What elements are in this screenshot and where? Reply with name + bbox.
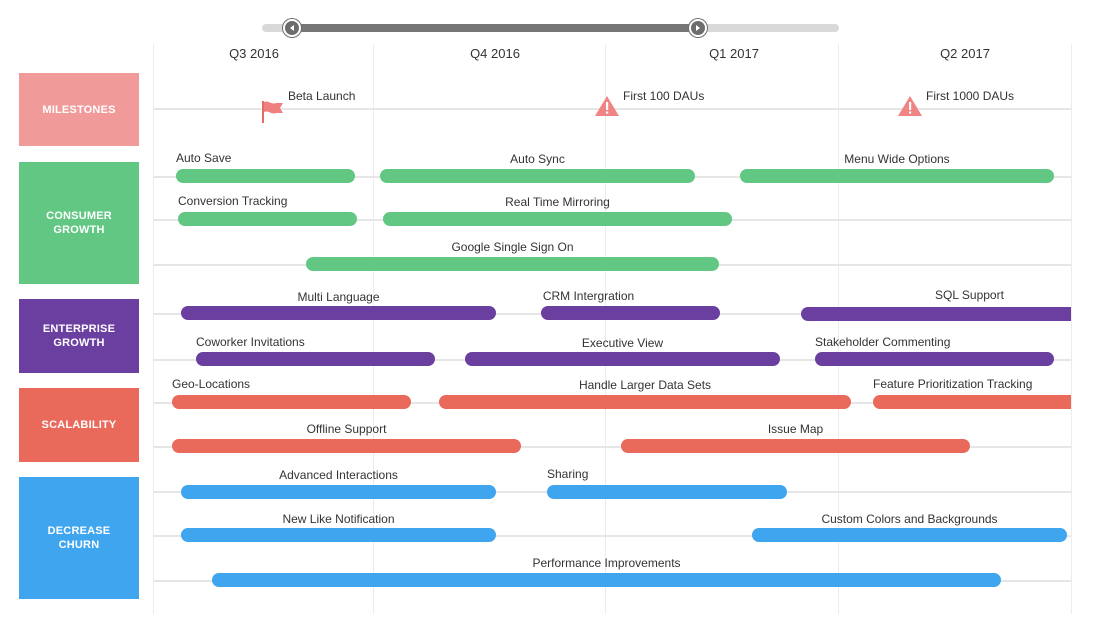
quarter-header-q4-2016: Q4 2016 <box>470 46 520 61</box>
milestone-first-100-daus[interactable] <box>594 95 620 117</box>
item-label: Executive View <box>581 336 664 350</box>
category-label: MILESTONES <box>42 103 116 116</box>
quarter-divider <box>1071 44 1072 614</box>
item-label: Advanced Interactions <box>279 468 398 482</box>
roadmap-bar-advanced-interactions[interactable] <box>181 485 496 499</box>
roadmap-bar-stakeholder-commenting[interactable] <box>815 352 1054 366</box>
roadmap-bar-sharing[interactable] <box>547 485 787 499</box>
roadmap-bar-custom-colors-and-backgrounds[interactable] <box>752 528 1067 542</box>
flag-icon <box>262 101 283 123</box>
item-label: Auto Save <box>176 151 232 165</box>
quarter-divider <box>153 44 154 614</box>
chevron-left-icon <box>290 25 294 31</box>
item-label: Feature Prioritization Tracking <box>873 377 1033 391</box>
category-label: SCALABILITY <box>41 419 117 431</box>
roadmap-bar-google-single-sign-on[interactable] <box>306 257 719 271</box>
milestone-first-1000-daus[interactable] <box>897 95 923 117</box>
lane-line <box>153 446 1071 448</box>
warning-icon <box>898 96 922 116</box>
roadmap-bar-new-like-notification[interactable] <box>181 528 496 542</box>
item-label: Real Time Mirroring <box>505 195 610 209</box>
milestone-label: Beta Launch <box>288 89 356 103</box>
item-label: Offline Support <box>306 422 387 436</box>
item-label: Geo-Locations <box>172 377 251 391</box>
chevron-right-icon <box>696 25 700 31</box>
roadmap-bar-sql-support[interactable] <box>801 307 1071 321</box>
roadmap-bar-menu-wide-options[interactable] <box>740 169 1054 183</box>
item-label: Coworker Invitations <box>196 335 305 349</box>
roadmap-bar-auto-save[interactable] <box>176 169 355 183</box>
roadmap-bar-geo-locations[interactable] <box>172 395 411 409</box>
roadmap-bar-executive-view[interactable] <box>465 352 780 366</box>
roadmap-bar-handle-larger-data-sets[interactable] <box>439 395 851 409</box>
item-label: Auto Sync <box>510 152 565 166</box>
item-label: New Like Notification <box>282 512 395 526</box>
milestone-label: First 1000 DAUs <box>926 89 1015 103</box>
quarter-divider <box>605 44 606 614</box>
milestone-label: First 100 DAUs <box>623 89 705 103</box>
category-scalability: SCALABILITY <box>19 388 139 462</box>
quarter-divider <box>838 44 839 614</box>
item-label: Sharing <box>547 467 589 481</box>
roadmap-bar-issue-map[interactable] <box>621 439 970 453</box>
item-label: Performance Improvements <box>532 556 681 570</box>
lane-line <box>153 535 1071 537</box>
timeline-range-selection[interactable] <box>291 24 697 32</box>
milestone-beta-launch[interactable] <box>260 99 286 123</box>
range-end-handle[interactable] <box>689 19 707 37</box>
range-start-handle[interactable] <box>283 19 301 37</box>
item-label: Multi Language <box>297 290 380 304</box>
category-milestones: MILESTONES <box>19 73 139 146</box>
item-label: Google Single Sign On <box>451 240 574 254</box>
item-label: Issue Map <box>767 422 824 436</box>
quarter-header-q1-2017: Q1 2017 <box>709 46 759 61</box>
item-label: Conversion Tracking <box>178 194 288 208</box>
item-label: CRM Intergration <box>542 289 635 303</box>
item-label: Handle Larger Data Sets <box>578 378 712 392</box>
roadmap-bar-feature-prioritization-tracking[interactable] <box>873 395 1071 409</box>
quarter-header-q2-2017: Q2 2017 <box>940 46 990 61</box>
quarter-header-q3-2016: Q3 2016 <box>229 46 279 61</box>
roadmap-bar-coworker-invitations[interactable] <box>196 352 435 366</box>
roadmap-bar-performance-improvements[interactable] <box>212 573 1001 587</box>
warning-icon <box>595 96 619 116</box>
roadmap-bar-auto-sync[interactable] <box>380 169 695 183</box>
roadmap-bar-offline-support[interactable] <box>172 439 521 453</box>
roadmap-bar-real-time-mirroring[interactable] <box>383 212 732 226</box>
roadmap-bar-conversion-tracking[interactable] <box>178 212 357 226</box>
quarter-divider <box>373 44 374 614</box>
roadmap-bar-multi-language[interactable] <box>181 306 496 320</box>
item-label: Custom Colors and Backgrounds <box>821 512 998 526</box>
item-label: SQL Support <box>935 288 1004 302</box>
roadmap-bar-crm-integration[interactable] <box>541 306 720 320</box>
item-label: Stakeholder Commenting <box>815 335 951 349</box>
item-label: Menu Wide Options <box>844 152 950 166</box>
